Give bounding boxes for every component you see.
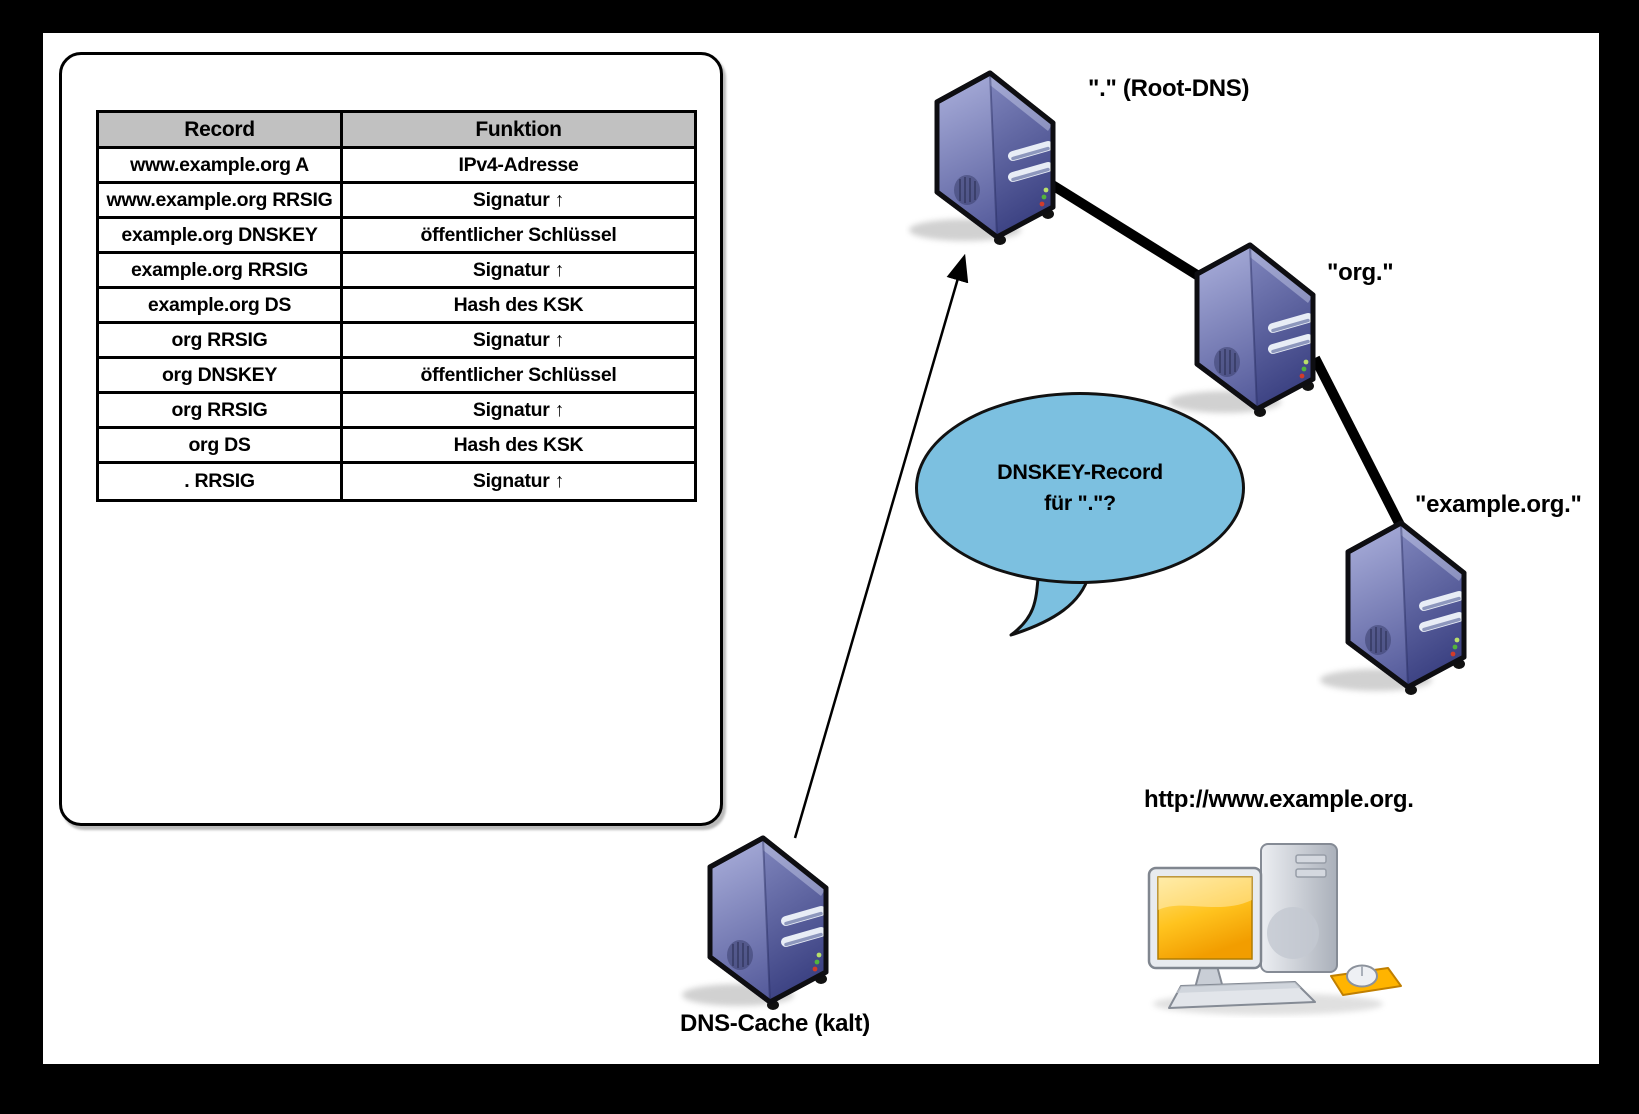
table-cell: IPv4-Adresse [343, 149, 694, 184]
speech-bubble-tail [1009, 565, 1091, 637]
org-label: "org." [1327, 259, 1394, 286]
tower [1260, 843, 1338, 973]
speech-bubble-text-line2: für "."? [1044, 491, 1116, 515]
table-cell: Signatur ↑ [472, 470, 565, 492]
table-cell: Signatur ↑ [343, 394, 694, 429]
table-cell: öffentlicher Schlüssel [343, 359, 694, 394]
client-computer-icon [1147, 843, 1402, 1015]
table-header-funktion: Funktion [343, 113, 694, 149]
root-dns-server-icon [905, 65, 1060, 250]
monitor [1147, 866, 1263, 996]
table-header-record: Record [99, 113, 343, 149]
table-cell: öffentlicher Schlüssel [343, 219, 694, 254]
table-cell: org DNSKEY [99, 359, 343, 394]
table-cell: example.org RRSIG [99, 254, 343, 289]
example-org-label: "example.org." [1415, 491, 1582, 518]
connector-lines [793, 168, 1405, 839]
table-cell: www.example.org A [99, 149, 343, 184]
table-cell: org RRSIG [99, 394, 343, 429]
dns-cache-server-icon [678, 830, 833, 1015]
table-cell: . RRSIG [99, 464, 343, 499]
table-cell: Hash des KSK [343, 429, 694, 464]
query-arrow [793, 253, 969, 839]
speech-bubble: DNSKEY-Record für "."? [915, 392, 1245, 584]
table-cell: Hash des KSK [343, 289, 694, 324]
link-org-example [1310, 355, 1405, 528]
table-cell: Signatur ↑ [343, 184, 694, 219]
org-dns-server-icon [1165, 237, 1320, 422]
root-dns-label: "." (Root-DNS) [1088, 75, 1250, 102]
table-cell: Signatur ↑ [343, 254, 694, 289]
example-org-dns-server-icon [1316, 515, 1471, 700]
table-cell: Signatur ↑ [343, 324, 694, 359]
link-root-org [1030, 168, 1208, 285]
table-cell: www.example.org RRSIG [99, 184, 343, 219]
table-cell: org RRSIG [99, 324, 343, 359]
client-url-label: http://www.example.org. [1144, 786, 1414, 813]
keyboard [1168, 981, 1316, 1009]
table-cell: example.org DS [99, 289, 343, 324]
mouse [1330, 964, 1402, 996]
dns-cache-label: DNS-Cache (kalt) [680, 1010, 870, 1037]
table-cell: org DS [99, 429, 343, 464]
speech-bubble-text-line1: DNSKEY-Record [997, 459, 1163, 484]
table-cell: example.org DNSKEY [99, 219, 343, 254]
